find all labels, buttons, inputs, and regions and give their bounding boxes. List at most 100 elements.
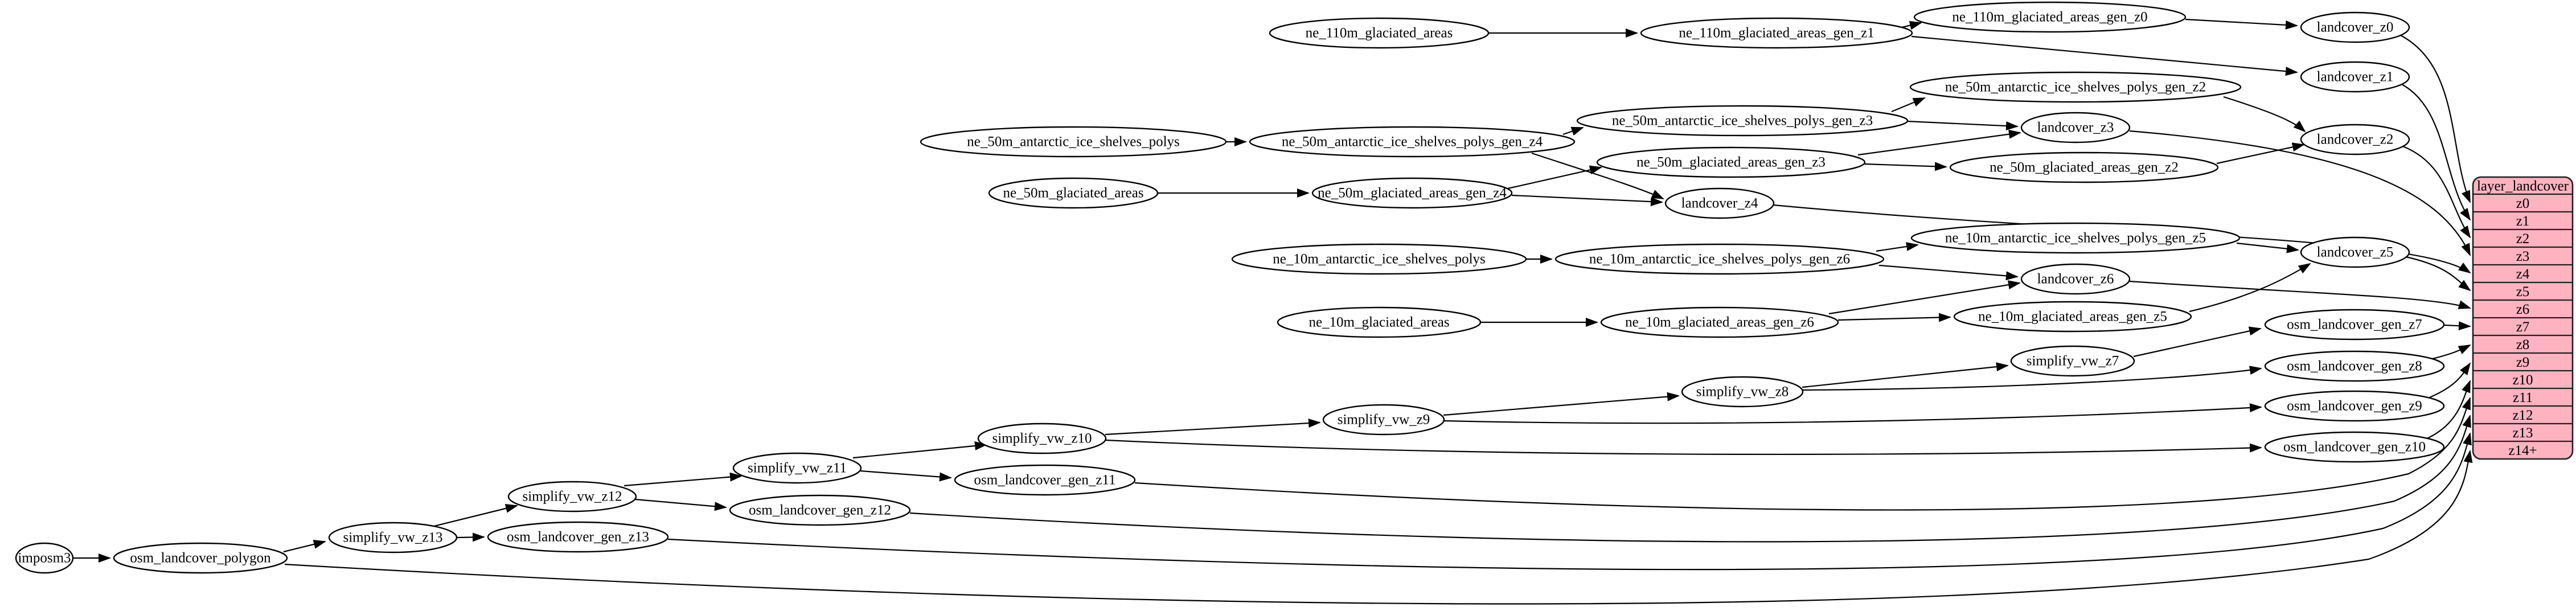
node-label-simplify_vw_z7: simplify_vw_z7 bbox=[2027, 354, 2119, 369]
edge-simplify_vw_z13-to-simplify_vw_z12 bbox=[433, 504, 518, 527]
edge-simplify_vw_z8-to-osm_landcover_gen_z8 bbox=[1802, 366, 2262, 391]
node-label-landcover_z0: landcover_z0 bbox=[2317, 20, 2394, 35]
node-label-osm_landcover_gen_z8: osm_landcover_gen_z8 bbox=[2287, 359, 2422, 374]
edge-simplify_vw_z10-to-osm_landcover_gen_z10 bbox=[1105, 439, 2262, 456]
edge-osm_landcover_polygon-to-layer_landcover-z14+ bbox=[284, 450, 2473, 605]
edge-ne_10m_glaciated_areas_gen_z5-to-landcover_z5 bbox=[2189, 263, 2311, 313]
node-simplify_vw_z7: simplify_vw_z7 bbox=[2010, 345, 2135, 377]
node-label-ne_50m_glaciated_areas_gen_z2: ne_50m_glaciated_areas_gen_z2 bbox=[1990, 160, 2179, 175]
table-row-z9: z9 bbox=[2516, 355, 2530, 370]
node-label-simplify_vw_z8: simplify_vw_z8 bbox=[1696, 384, 1789, 400]
node-ne_10m_antarctic_ice_shelves_polys: ne_10m_antarctic_ice_shelves_polys bbox=[1231, 243, 1527, 275]
node-label-ne_10m_antarctic_ice_shelves_polys: ne_10m_antarctic_ice_shelves_polys bbox=[1273, 252, 1486, 267]
node-ne_110m_glaciated_areas: ne_110m_glaciated_areas bbox=[1269, 17, 1490, 49]
edge-simplify_vw_z8-to-simplify_vw_z7 bbox=[1802, 362, 2009, 388]
node-label-simplify_vw_z11: simplify_vw_z11 bbox=[748, 461, 847, 476]
node-label-landcover_z5: landcover_z5 bbox=[2317, 245, 2394, 260]
node-label-ne_50m_glaciated_areas_gen_z4: ne_50m_glaciated_areas_gen_z4 bbox=[1318, 186, 1507, 201]
node-label-ne_50m_antarctic_ice_shelves_polys_gen_z4: ne_50m_antarctic_ice_shelves_polys_gen_z… bbox=[1282, 134, 1543, 150]
node-osm_landcover_gen_z10: osm_landcover_gen_z10 bbox=[2264, 431, 2445, 463]
edge-simplify_vw_z10-to-simplify_vw_z9 bbox=[1105, 419, 1321, 436]
table-title: layer_landcover bbox=[2477, 179, 2569, 194]
edge-ne_110m_glaciated_areas_gen_z0-to-landcover_z0 bbox=[2185, 18, 2298, 30]
edge-ne_110m_glaciated_areas_gen_z1-to-landcover_z1 bbox=[1911, 35, 2298, 76]
node-ne_50m_antarctic_ice_shelves_polys_gen_z2: ne_50m_antarctic_ice_shelves_polys_gen_z… bbox=[1909, 71, 2242, 103]
node-ne_50m_antarctic_ice_shelves_polys: ne_50m_antarctic_ice_shelves_polys bbox=[920, 126, 1227, 158]
node-label-simplify_vw_z13: simplify_vw_z13 bbox=[343, 530, 443, 546]
node-landcover_z1: landcover_z1 bbox=[2300, 61, 2410, 93]
node-imposm3: imposm3 bbox=[15, 542, 74, 574]
edge-ne_50m_glaciated_areas_gen_z3-to-landcover_z3 bbox=[1857, 129, 2021, 156]
node-label-ne_50m_antarctic_ice_shelves_polys: ne_50m_antarctic_ice_shelves_polys bbox=[967, 134, 1180, 150]
edge-ne_50m_antarctic_ice_shelves_polys_gen_z3-to-ne_50m_antarctic_ice_shelves_polys_gen_z2 bbox=[1891, 97, 1926, 113]
edge-ne_50m_glaciated_areas_gen_z4-to-landcover_z4 bbox=[1511, 194, 1663, 207]
node-osm_landcover_gen_z12: osm_landcover_gen_z12 bbox=[729, 494, 911, 526]
node-label-imposm3: imposm3 bbox=[18, 551, 71, 566]
edge-landcover_z2-to-layer_landcover-z2 bbox=[2402, 145, 2471, 239]
node-osm_landcover_gen_z13: osm_landcover_gen_z13 bbox=[487, 521, 669, 553]
table-row-z4: z4 bbox=[2516, 266, 2530, 282]
node-label-simplify_vw_z12: simplify_vw_z12 bbox=[523, 489, 622, 505]
node-label-ne_10m_glaciated_areas_gen_z5: ne_10m_glaciated_areas_gen_z5 bbox=[1978, 309, 2167, 325]
node-landcover_z5: landcover_z5 bbox=[2300, 236, 2410, 268]
node-simplify_vw_z12: simplify_vw_z12 bbox=[507, 481, 637, 512]
node-label-simplify_vw_z9: simplify_vw_z9 bbox=[1338, 412, 1430, 428]
node-ne_110m_glaciated_areas_gen_z0: ne_110m_glaciated_areas_gen_z0 bbox=[1913, 1, 2187, 33]
edge-landcover_z0-to-layer_landcover-z0 bbox=[2400, 35, 2471, 203]
node-label-landcover_z2: landcover_z2 bbox=[2317, 132, 2394, 147]
table-layer-landcover: layer_landcoverz0z1z2z3z4z5z6z7z8z9z10z1… bbox=[2472, 176, 2574, 460]
edge-ne_10m_antarctic_ice_shelves_polys_gen_z6-to-ne_10m_antarctic_ice_shelves_polys_gen_z5 bbox=[1876, 242, 1919, 252]
edge-osm_landcover_gen_z12-to-layer_landcover-z12 bbox=[909, 415, 2471, 543]
node-ne_50m_glaciated_areas_gen_z2: ne_50m_glaciated_areas_gen_z2 bbox=[1949, 151, 2219, 183]
table-row-z0: z0 bbox=[2516, 196, 2530, 211]
node-label-ne_10m_glaciated_areas_gen_z6: ne_10m_glaciated_areas_gen_z6 bbox=[1625, 315, 1814, 330]
node-ne_50m_glaciated_areas_gen_z3: ne_50m_glaciated_areas_gen_z3 bbox=[1596, 146, 1866, 178]
edge-landcover_z5-to-layer_landcover-z5 bbox=[2405, 256, 2471, 292]
edge-simplify_vw_z12-to-osm_landcover_gen_z12 bbox=[635, 498, 727, 511]
node-osm_landcover_gen_z8: osm_landcover_gen_z8 bbox=[2264, 350, 2445, 382]
node-simplify_vw_z8: simplify_vw_z8 bbox=[1681, 376, 1804, 408]
edge-landcover_z1-to-layer_landcover-z1 bbox=[2401, 84, 2471, 221]
node-simplify_vw_z9: simplify_vw_z9 bbox=[1322, 404, 1445, 436]
node-label-osm_landcover_gen_z13: osm_landcover_gen_z13 bbox=[507, 530, 649, 545]
edge-simplify_vw_z9-to-simplify_vw_z8 bbox=[1443, 392, 1680, 416]
table-row-z11: z11 bbox=[2513, 390, 2533, 405]
node-landcover_z0: landcover_z0 bbox=[2300, 11, 2410, 43]
node-landcover_z4: landcover_z4 bbox=[1664, 187, 1775, 219]
table-row-z10: z10 bbox=[2512, 372, 2533, 388]
node-ne_10m_antarctic_ice_shelves_polys_gen_z5: ne_10m_antarctic_ice_shelves_polys_gen_z… bbox=[1910, 222, 2241, 254]
table-row-z8: z8 bbox=[2516, 337, 2530, 352]
edge-landcover_z3-to-layer_landcover-z3 bbox=[2129, 130, 2471, 256]
edge-osm_landcover_gen_z8-to-layer_landcover-z8 bbox=[2432, 345, 2471, 360]
node-label-osm_landcover_gen_z11: osm_landcover_gen_z11 bbox=[974, 473, 1116, 488]
edge-simplify_vw_z13-to-osm_landcover_gen_z13 bbox=[456, 532, 485, 542]
edge-ne_50m_glaciated_areas_gen_z2-to-landcover_z2 bbox=[2216, 142, 2305, 165]
node-label-landcover_z6: landcover_z6 bbox=[2037, 272, 2114, 287]
table-row-z12: z12 bbox=[2512, 408, 2533, 423]
node-osm_landcover_gen_z7: osm_landcover_gen_z7 bbox=[2264, 309, 2445, 341]
node-label-osm_landcover_gen_z10: osm_landcover_gen_z10 bbox=[2283, 440, 2426, 455]
edge-ne_50m_antarctic_ice_shelves_polys_gen_z2-to-landcover_z2 bbox=[2223, 96, 2306, 133]
edge-simplify_vw_z11-to-osm_landcover_gen_z11 bbox=[860, 470, 952, 482]
edge-ne_50m_glaciated_areas_gen_z3-to-ne_50m_glaciated_areas_gen_z2 bbox=[1864, 162, 1947, 171]
node-simplify_vw_z13: simplify_vw_z13 bbox=[328, 522, 458, 553]
node-label-ne_50m_glaciated_areas_gen_z3: ne_50m_glaciated_areas_gen_z3 bbox=[1636, 155, 1826, 170]
edge-osm_landcover_gen_z13-to-layer_landcover-z13 bbox=[667, 432, 2472, 571]
edge-landcover_z6-to-layer_landcover-z6 bbox=[2129, 280, 2471, 309]
edge-ne_10m_glaciated_areas_gen_z6-to-ne_10m_glaciated_areas_gen_z5 bbox=[1837, 313, 1951, 322]
node-simplify_vw_z11: simplify_vw_z11 bbox=[732, 452, 862, 484]
node-landcover_z2: landcover_z2 bbox=[2300, 124, 2410, 155]
node-label-ne_50m_antarctic_ice_shelves_polys_gen_z3: ne_50m_antarctic_ice_shelves_polys_gen_z… bbox=[1612, 113, 1873, 129]
edge-osm_landcover_gen_z7-to-layer_landcover-z7 bbox=[2443, 321, 2471, 331]
table-row-z13: z13 bbox=[2512, 425, 2533, 441]
table-row-z6: z6 bbox=[2516, 302, 2530, 317]
node-label-ne_10m_glaciated_areas: ne_10m_glaciated_areas bbox=[1308, 315, 1449, 330]
edge-ne_110m_glaciated_areas_gen_z1-to-ne_110m_glaciated_areas_gen_z0 bbox=[1901, 20, 1922, 30]
node-label-osm_landcover_gen_z7: osm_landcover_gen_z7 bbox=[2287, 317, 2422, 333]
node-osm_landcover_gen_z11: osm_landcover_gen_z11 bbox=[954, 464, 1136, 496]
node-ne_10m_glaciated_areas_gen_z6: ne_10m_glaciated_areas_gen_z6 bbox=[1600, 306, 1839, 338]
node-ne_10m_glaciated_areas_gen_z5: ne_10m_glaciated_areas_gen_z5 bbox=[1953, 301, 2192, 333]
table-row-z3: z3 bbox=[2516, 249, 2530, 264]
edge-osm_landcover_gen_z11-to-layer_landcover-z11 bbox=[1134, 397, 2471, 511]
